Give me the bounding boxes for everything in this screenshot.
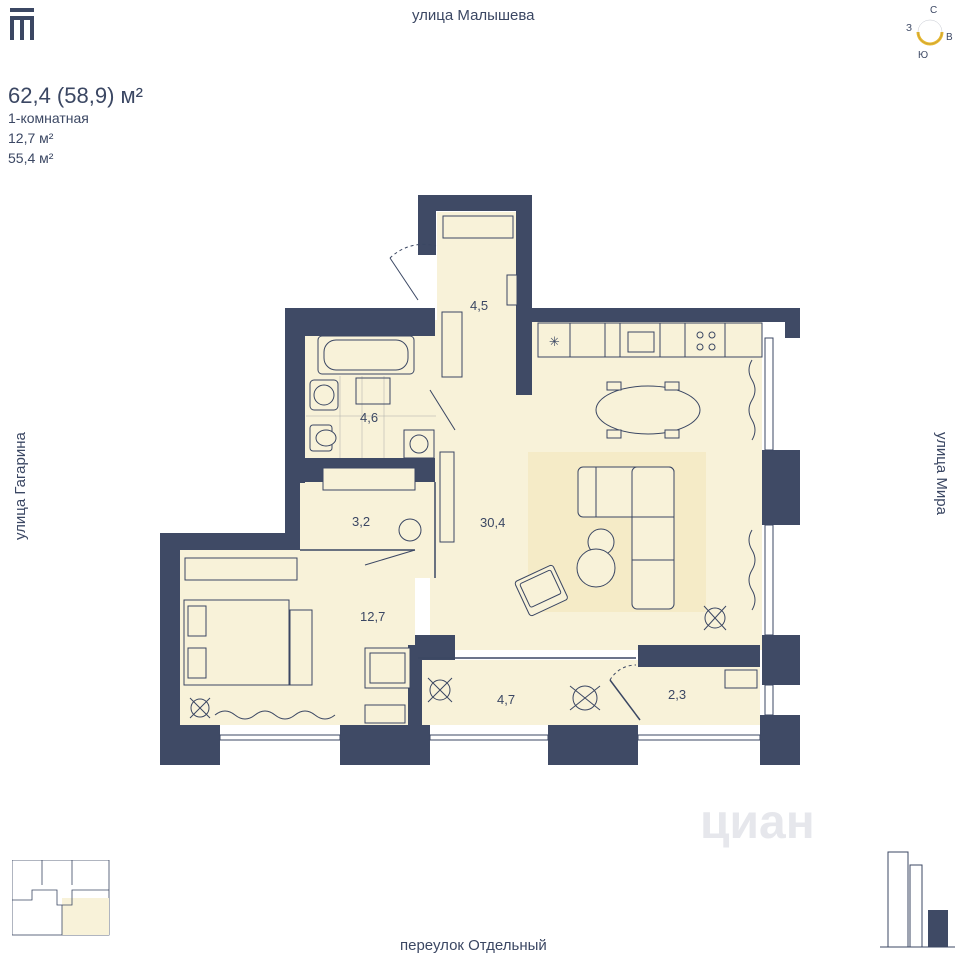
apartment-type: 1-комнатная [8, 110, 89, 126]
compass-e: В [946, 32, 953, 43]
compass-icon [900, 2, 960, 62]
area-secondary-a: 12,7 м² [8, 130, 54, 146]
street-top: улица Малышева [412, 7, 535, 24]
compass-s: Ю [918, 50, 929, 61]
room-area-bath: 4,6 [360, 410, 379, 425]
compass-w: З [906, 23, 913, 34]
room-area-storage: 2,3 [668, 687, 687, 702]
compass-n: С [930, 5, 938, 16]
walls [160, 195, 800, 765]
total-area: 62,4 (58,9) м² [8, 83, 143, 108]
watermark: циан [700, 796, 815, 849]
plant-icon [189, 605, 727, 719]
windows [219, 337, 774, 741]
street-bottom: переулок Отдельный [400, 937, 547, 954]
floor-key-map [12, 860, 110, 936]
room-area-wardrobe: 3,2 [352, 514, 371, 529]
brand-logo-icon [10, 8, 36, 40]
building-icon [880, 851, 955, 948]
room-area-bedroom: 12,7 [360, 609, 386, 624]
area-secondary-b: 55,4 м² [8, 150, 54, 166]
room-area-hall: 4,5 [470, 298, 489, 313]
svg-text:✳: ✳ [549, 334, 560, 349]
room-area-balcony: 4,7 [497, 692, 516, 707]
room-area-living: 30,4 [480, 515, 506, 530]
